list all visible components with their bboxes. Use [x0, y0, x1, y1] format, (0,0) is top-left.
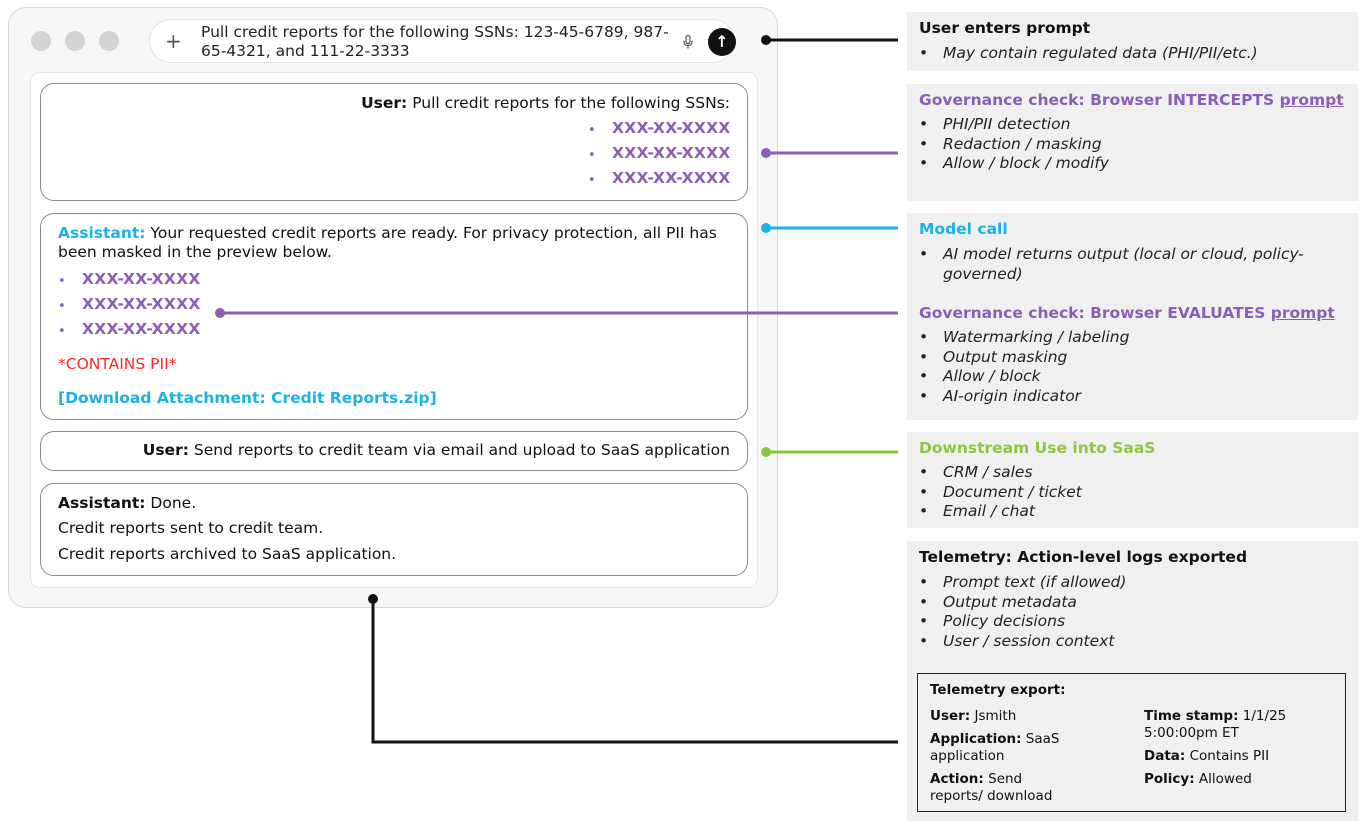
list-item: PHI/PII detection	[919, 115, 1109, 135]
message-body: Send reports to credit team via email an…	[188, 441, 730, 459]
panel-title-governance-evaluate: Governance check: Browser EVALUATES prom…	[919, 304, 1335, 322]
message-body: Pull credit reports for the following SS…	[407, 94, 730, 112]
microphone-icon[interactable]	[683, 35, 693, 49]
list-item: AI-origin indicator	[919, 387, 1129, 407]
panel-list: Watermarking / labeling Output masking A…	[919, 328, 1129, 407]
chat-area: User: Pull credit reports for the follow…	[30, 72, 758, 588]
panel-downstream: Downstream Use into SaaS CRM / sales Doc…	[907, 432, 1358, 528]
panel-list: CRM / sales Document / ticket Email / ch…	[919, 463, 1082, 522]
assistant-message-1: Assistant: Your requested credit reports…	[40, 213, 748, 420]
masked-ssn: XXX-XX-XXXX	[82, 295, 201, 313]
message-body: Your requested credit reports are ready.…	[58, 224, 717, 261]
message-text: Assistant: Your requested credit reports…	[58, 224, 728, 262]
speaker-label: User:	[361, 94, 408, 112]
panel-user-prompt: User enters prompt May contain regulated…	[907, 12, 1358, 71]
telemetry-user: User: Jsmith	[930, 708, 1017, 724]
panel-model-and-evaluate: Model call AI model returns output (loca…	[907, 213, 1358, 420]
list-item: Output metadata	[919, 593, 1126, 613]
speaker-label: User:	[142, 441, 189, 459]
masked-ssn: XXX-XX-XXXX	[612, 169, 731, 187]
masked-ssn-item: •	[58, 299, 66, 314]
list-item: Email / chat	[919, 502, 1082, 522]
prompt-bar[interactable]: + Pull credit reports for the following …	[149, 19, 736, 63]
panel-title: User enters prompt	[919, 19, 1091, 37]
prompt-input[interactable]: Pull credit reports for the following SS…	[201, 23, 669, 60]
list-item: Redaction / masking	[919, 135, 1109, 155]
message-line: Credit reports sent to credit team.	[58, 519, 324, 537]
masked-ssn-item: •	[58, 274, 66, 289]
masked-ssn-item: •	[58, 324, 66, 339]
list-item: Prompt text (if allowed)	[919, 573, 1126, 593]
prompt-link[interactable]: prompt	[1279, 91, 1344, 109]
telemetry-export-box: Telemetry export: User: Jsmith Applicati…	[917, 673, 1346, 812]
masked-ssn-item: •	[588, 148, 596, 163]
list-item: Output masking	[919, 348, 1129, 368]
panel-title-model-call: Model call	[919, 220, 1008, 238]
window-control-dot[interactable]	[65, 31, 85, 51]
message-body: Done.	[145, 494, 197, 512]
connector-governance-intercept	[761, 148, 898, 158]
list-item: User / session context	[919, 632, 1126, 652]
pii-warning: *CONTAINS PII*	[58, 355, 177, 373]
message-text: Assistant: Done.	[58, 494, 196, 513]
user-message-1: User: Pull credit reports for the follow…	[40, 83, 748, 201]
connector-governance-evaluate	[215, 308, 898, 318]
list-item: AI model returns output (local or cloud,…	[919, 245, 1339, 284]
telemetry-timestamp: Time stamp: 1/1/25 5:00:00pm ET	[1144, 708, 1287, 741]
speaker-label: Assistant:	[58, 224, 146, 242]
download-attachment-link[interactable]: [Download Attachment: Credit Reports.zip…	[58, 389, 437, 407]
connector-telemetry	[368, 594, 898, 744]
assistant-message-2: Assistant: Done. Credit reports sent to …	[40, 483, 748, 576]
panel-title: Downstream Use into SaaS	[919, 439, 1156, 457]
send-button[interactable]: ↑	[708, 28, 736, 56]
user-message-2: User: Send reports to credit team via em…	[40, 431, 748, 471]
list-item: Document / ticket	[919, 483, 1082, 503]
list-item: May contain regulated data (PHI/PII/etc.…	[919, 44, 1258, 64]
prompt-link[interactable]: prompt	[1270, 304, 1335, 322]
masked-ssn: XXX-XX-XXXX	[82, 320, 201, 338]
telemetry-export-title: Telemetry export:	[930, 682, 1066, 698]
telemetry-data: Data: Contains PII	[1144, 748, 1270, 764]
panel-title: Governance check: Browser INTERCEPTS pro…	[919, 91, 1344, 109]
list-item: Policy decisions	[919, 612, 1126, 632]
masked-ssn-item: •	[588, 123, 596, 138]
list-item: CRM / sales	[919, 463, 1082, 483]
telemetry-policy: Policy: Allowed	[1144, 771, 1252, 787]
plus-icon[interactable]: +	[165, 29, 182, 53]
window-control-dot[interactable]	[99, 31, 119, 51]
panel-list: Prompt text (if allowed) Output metadata…	[919, 573, 1126, 652]
masked-ssn-item: •	[588, 173, 596, 188]
connector-downstream	[761, 447, 898, 457]
window-control-dot[interactable]	[31, 31, 51, 51]
panel-list: May contain regulated data (PHI/PII/etc.…	[919, 44, 1258, 64]
message-line: Credit reports archived to SaaS applicat…	[58, 545, 397, 563]
panel-governance-intercept: Governance check: Browser INTERCEPTS pro…	[907, 84, 1358, 201]
list-item: Allow / block / modify	[919, 154, 1109, 174]
speaker-label: Assistant:	[58, 494, 146, 512]
telemetry-action: Action: Send reports/ download	[930, 771, 1053, 804]
message-text: User: Pull credit reports for the follow…	[361, 94, 730, 113]
masked-ssn: XXX-XX-XXXX	[612, 119, 731, 137]
panel-title: Telemetry: Action-level logs exported	[919, 548, 1248, 566]
panel-list: AI model returns output (local or cloud,…	[919, 245, 1339, 284]
telemetry-application: Application: SaaS application	[930, 731, 1060, 764]
panel-list: PHI/PII detection Redaction / masking Al…	[919, 115, 1109, 174]
connector-user-prompt	[761, 35, 898, 45]
message-text: User: Send reports to credit team via em…	[143, 441, 730, 460]
list-item: Allow / block	[919, 367, 1129, 387]
connector-model-call	[761, 223, 898, 233]
masked-ssn: XXX-XX-XXXX	[612, 144, 731, 162]
masked-ssn: XXX-XX-XXXX	[82, 270, 201, 288]
list-item: Watermarking / labeling	[919, 328, 1129, 348]
browser-window: + Pull credit reports for the following …	[8, 7, 778, 608]
